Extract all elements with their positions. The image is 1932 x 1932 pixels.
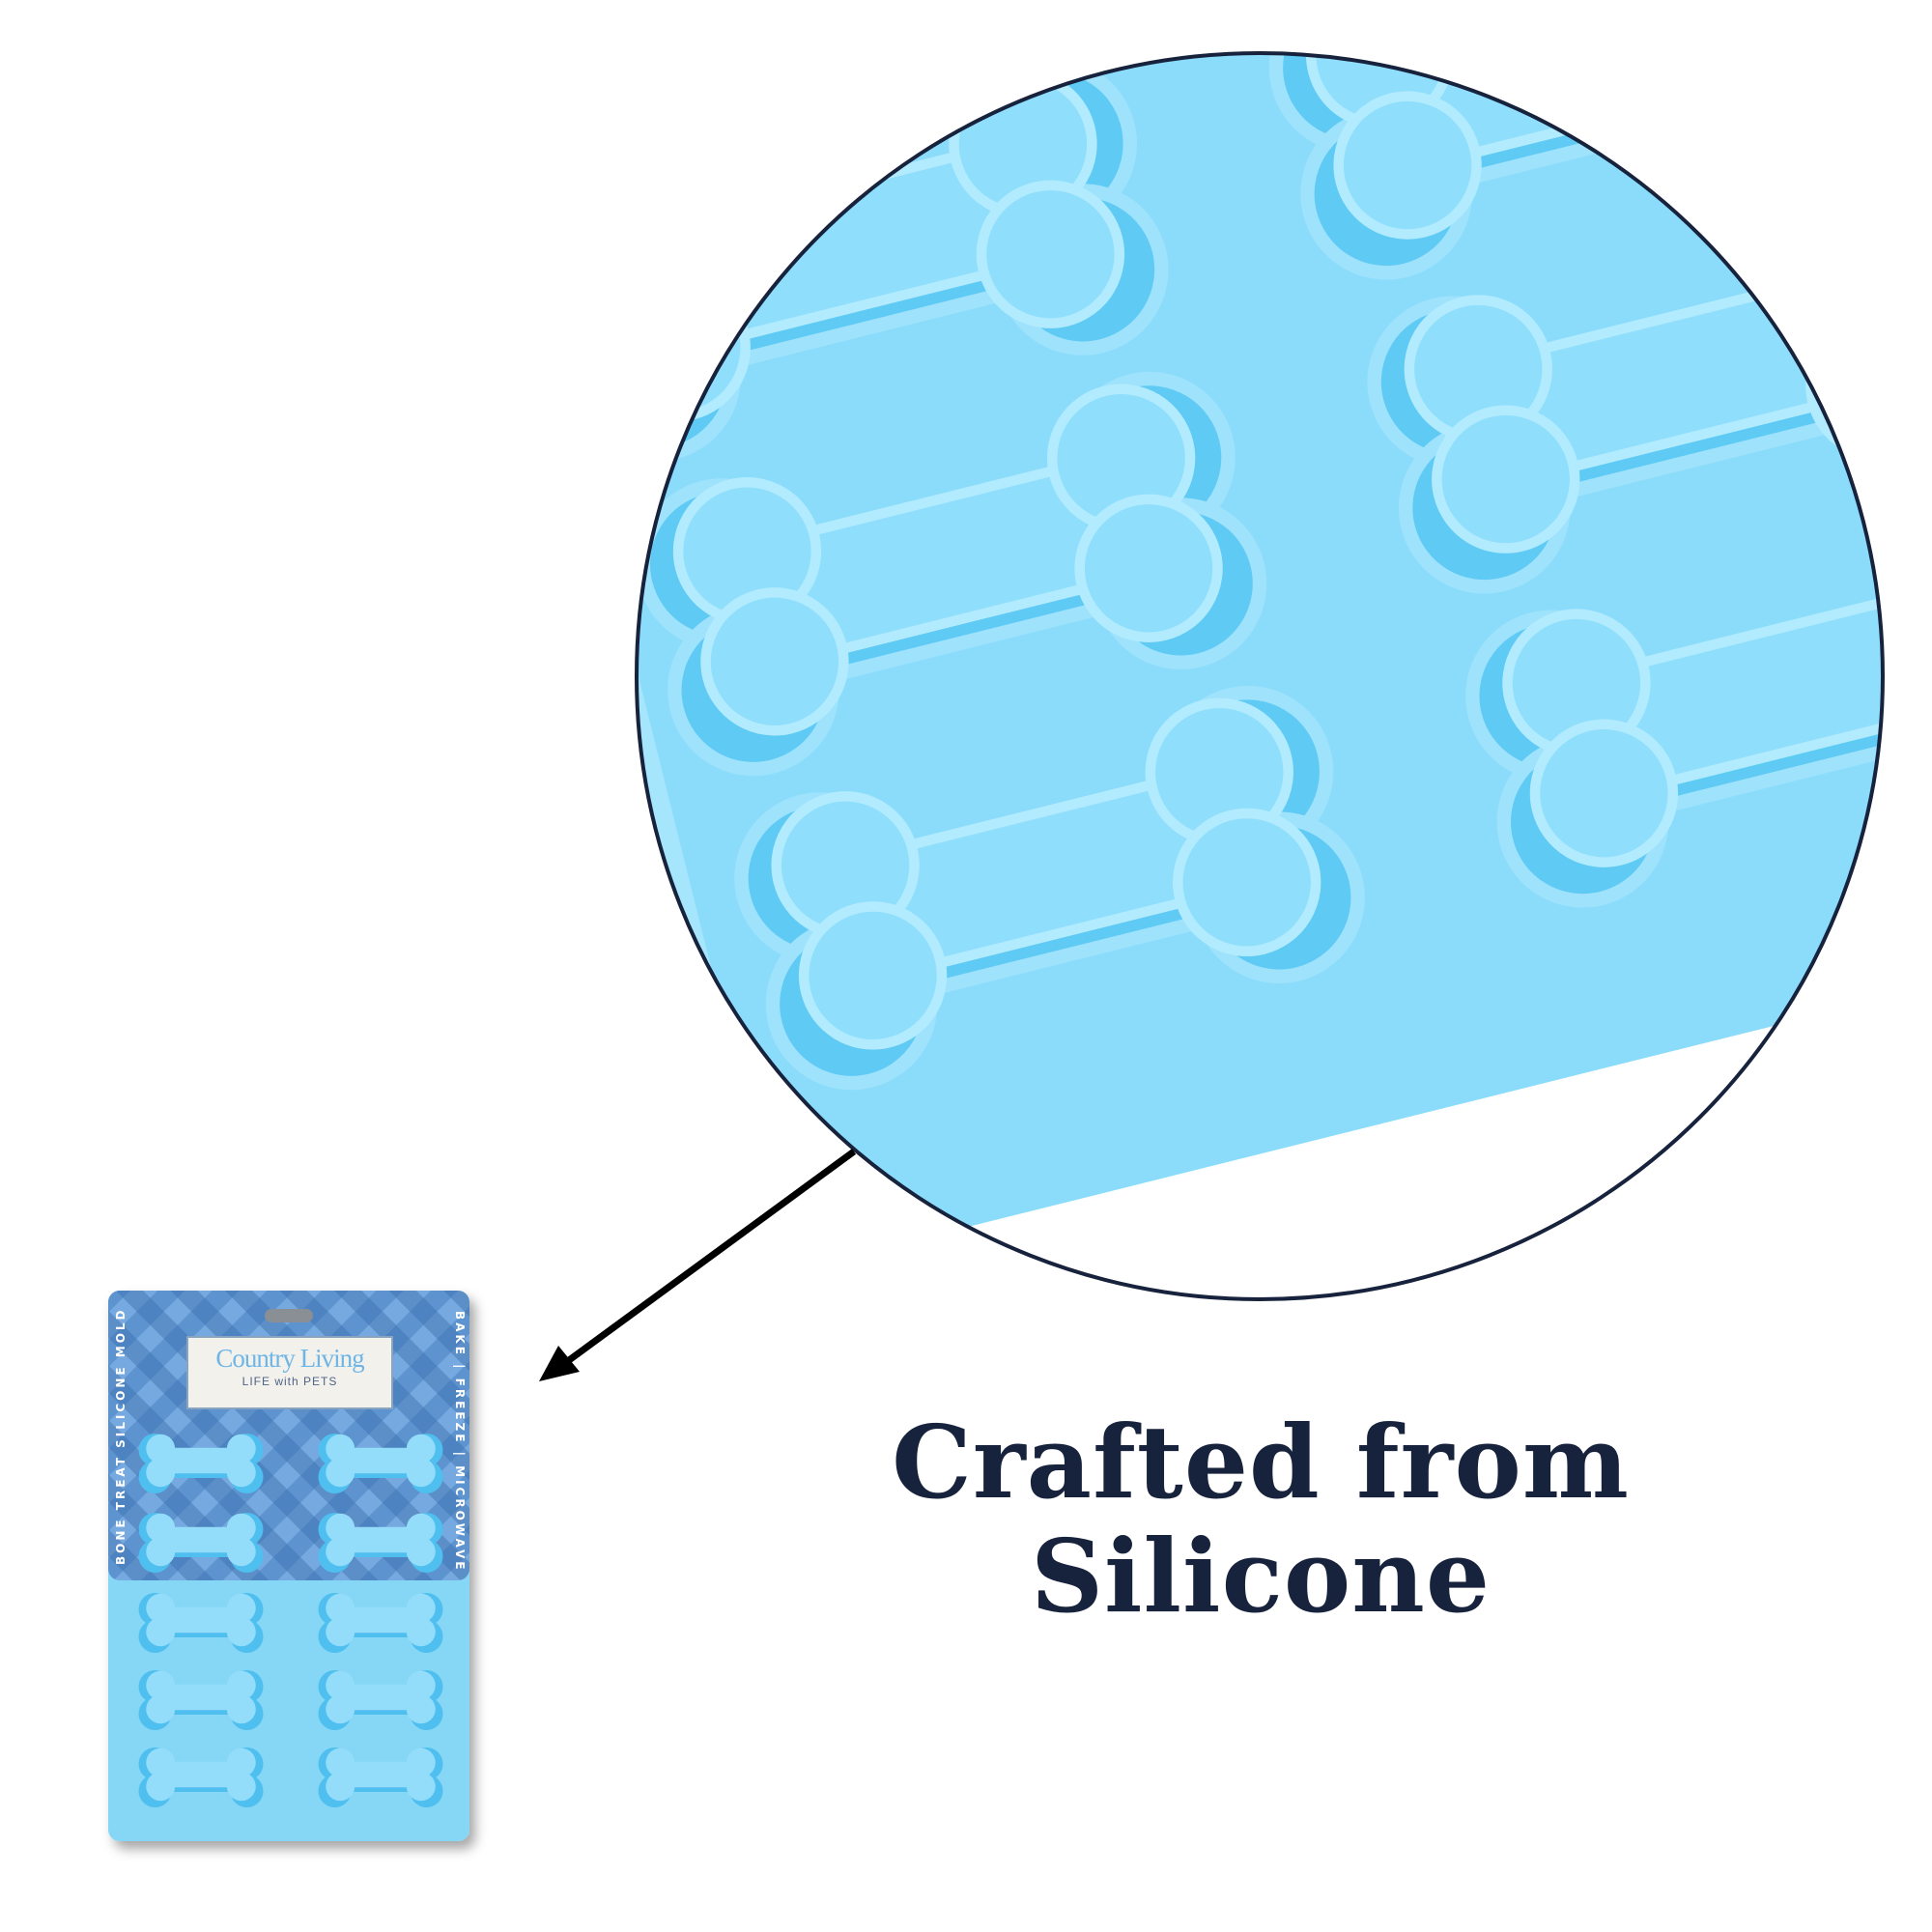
brand-name: Country Living [215,1344,364,1373]
arrow-head-icon [539,1346,580,1381]
brand-label: Country Living LIFE with PETS [186,1336,393,1409]
headline-line-1: Crafted from [892,1403,1630,1521]
zoom-detail [637,53,1883,1299]
headline: Crafted from Silicone [821,1406,1700,1634]
arrow-line [562,1149,857,1366]
headline-line-2: Silicone [1030,1517,1492,1635]
zoom-circle-outline [635,51,1885,1301]
sub-brand: LIFE with PETS [242,1375,338,1388]
side-text-left: BONE TREAT SILICONE MOLD [114,1307,128,1565]
side-text-right: BAKE | FREEZE | MICROWAVE [453,1311,467,1573]
